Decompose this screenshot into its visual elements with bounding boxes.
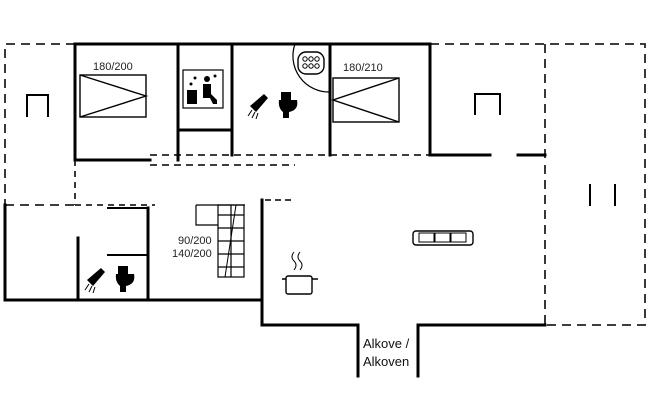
bed-180-210	[330, 77, 400, 123]
cooking-pot-icon	[282, 251, 318, 295]
sofa-icon	[412, 230, 474, 246]
staircase	[195, 204, 245, 278]
bed-180-200	[79, 74, 149, 118]
door-marks	[26, 43, 501, 117]
toilet-icon	[278, 92, 298, 118]
toilet-icon	[115, 266, 135, 292]
shower-icon	[247, 94, 268, 120]
walls	[3, 42, 616, 378]
bed-2-size-label: 180/210	[343, 62, 383, 74]
alcove-label-2: Alkoven	[363, 354, 409, 369]
bed-3-size-label-1: 90/200	[178, 235, 212, 247]
whirlpool-icon	[297, 51, 325, 75]
alcove-label-1: Alkove /	[363, 336, 410, 351]
bed-3-size-label-2: 140/200	[172, 248, 212, 260]
dashed-outline	[4, 43, 646, 326]
sauna-icon	[182, 69, 224, 109]
bed-1-size-label: 180/200	[93, 61, 133, 73]
shower-icon	[84, 268, 105, 294]
